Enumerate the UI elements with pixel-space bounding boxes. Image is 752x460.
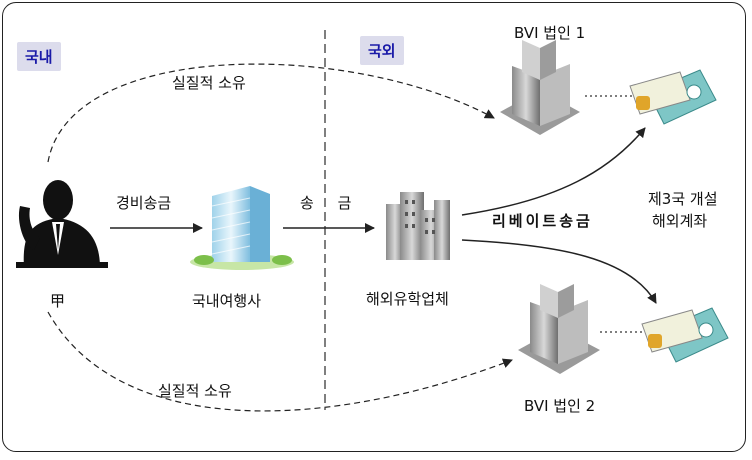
third-country-account-label-line1: 제3국 개설	[648, 190, 718, 208]
ownership-arc-bottom	[47, 311, 513, 412]
overseas-company-label: 해외유학업체	[366, 290, 449, 308]
actual-ownership-bottom-label: 실질적 소유	[158, 382, 232, 400]
corporate-building-icon	[518, 284, 600, 374]
rebate-arrow-upper	[461, 127, 646, 216]
diagram-frame	[2, 2, 746, 452]
corporate-building-icon	[500, 40, 580, 135]
office-tower-icon	[190, 186, 294, 270]
actual-ownership-top-label: 실질적 소유	[172, 74, 246, 92]
domestic-agency-label: 국내여행사	[192, 292, 262, 310]
ownership-arc-top	[47, 63, 495, 163]
bvi-corp-1-label: BVI 법인 1	[514, 24, 586, 42]
money-stack-icon	[629, 69, 717, 125]
remittance-label: 송 금	[300, 194, 352, 212]
expense-remittance-label: 경비송금	[116, 194, 172, 212]
person-label: 甲	[50, 292, 66, 310]
rebate-arrow-lower	[461, 239, 657, 304]
rebate-remittance-label: 리베이트송금	[492, 212, 593, 230]
overseas-region-tag: 국외	[360, 36, 404, 65]
city-buildings-icon	[386, 192, 450, 260]
third-country-account-label-line2: 해외계좌	[652, 212, 708, 230]
money-stack-icon	[641, 307, 729, 363]
bvi-corp-2-label: BVI 법인 2	[524, 397, 596, 415]
businessman-silhouette-icon	[16, 180, 108, 268]
domestic-region-tag: 국내	[17, 42, 61, 71]
